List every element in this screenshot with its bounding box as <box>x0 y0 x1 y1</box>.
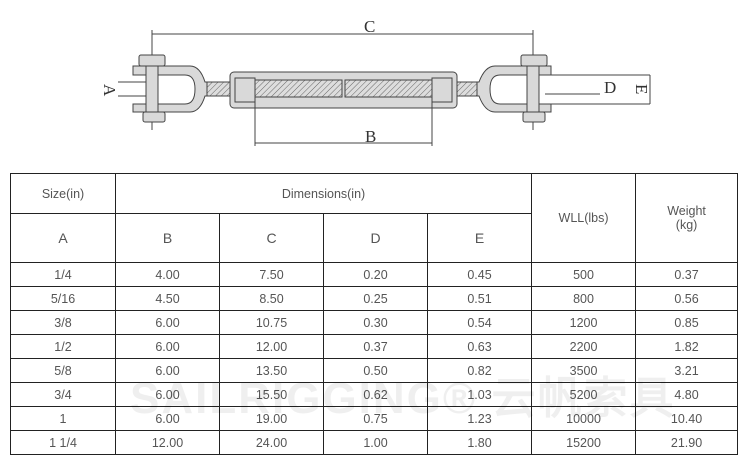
table-cell: 4.00 <box>115 262 220 287</box>
table-cell: 0.45 <box>426 262 533 287</box>
table-cell: 1/2 <box>10 334 116 359</box>
table-cell: 0.85 <box>635 310 739 335</box>
table-cell: 1.23 <box>426 406 533 431</box>
table-cell: 5/16 <box>10 286 116 311</box>
table-cell: 3/4 <box>10 382 116 407</box>
table-cell: 0.20 <box>323 262 428 287</box>
table-cell: 2200 <box>531 334 637 359</box>
header-e: E <box>426 213 533 263</box>
table-cell: 0.37 <box>323 334 428 359</box>
header-weight: Weight (kg) <box>635 173 739 263</box>
table-cell: 3/8 <box>10 310 116 335</box>
label-a: A <box>100 84 119 97</box>
table-cell: 0.82 <box>426 358 533 383</box>
table-cell: 6.00 <box>115 382 220 407</box>
table-cell: 6.00 <box>115 310 220 335</box>
header-wll: WLL(lbs) <box>531 173 637 263</box>
table-cell: 0.51 <box>426 286 533 311</box>
table-cell: 1/4 <box>10 262 116 287</box>
table-cell: 0.25 <box>323 286 428 311</box>
table-cell: 10.40 <box>635 406 739 431</box>
table-cell: 800 <box>531 286 637 311</box>
table-cell: 7.50 <box>219 262 324 287</box>
right-bolt-head <box>520 54 548 67</box>
table-cell: 1.00 <box>323 430 428 455</box>
turnbuckle-diagram: C B D E A <box>100 17 651 146</box>
label-d: D <box>604 78 616 97</box>
header-a: A <box>10 213 116 263</box>
table-cell: 4.80 <box>635 382 739 407</box>
table-cell: 15200 <box>531 430 637 455</box>
specification-table: Size(in) Dimensions(in) WLL(lbs) Weight … <box>10 173 739 455</box>
table-cell: 1200 <box>531 310 637 335</box>
table-cell: 0.37 <box>635 262 739 287</box>
table-cell: 0.50 <box>323 358 428 383</box>
header-size: Size(in) <box>10 173 116 214</box>
table-cell: 3500 <box>531 358 637 383</box>
table-cell: 5/8 <box>10 358 116 383</box>
table-cell: 0.54 <box>426 310 533 335</box>
table-cell: 1 <box>10 406 116 431</box>
table-cell: 500 <box>531 262 637 287</box>
table-cell: 8.50 <box>219 286 324 311</box>
table-cell: 5200 <box>531 382 637 407</box>
right-threaded-rod <box>456 81 478 97</box>
table-cell: 0.62 <box>323 382 428 407</box>
table-cell: 1.82 <box>635 334 739 359</box>
label-e: E <box>632 84 651 94</box>
table-cell: 0.56 <box>635 286 739 311</box>
header-c: C <box>219 213 324 263</box>
table-cell: 0.75 <box>323 406 428 431</box>
table-cell: 19.00 <box>219 406 324 431</box>
table-cell: 6.00 <box>115 358 220 383</box>
table-cell: 24.00 <box>219 430 324 455</box>
table-cell: 10000 <box>531 406 637 431</box>
left-jaw <box>132 65 208 113</box>
label-c: C <box>364 17 375 36</box>
table-cell: 1 1/4 <box>10 430 116 455</box>
table-cell: 13.50 <box>219 358 324 383</box>
table-cell: 10.75 <box>219 310 324 335</box>
table-cell: 12.00 <box>219 334 324 359</box>
table-cell: 6.00 <box>115 406 220 431</box>
table-cell: 15.50 <box>219 382 324 407</box>
header-d: D <box>323 213 428 263</box>
table-cell: 0.30 <box>323 310 428 335</box>
table-cell: 4.50 <box>115 286 220 311</box>
header-b: B <box>115 213 220 263</box>
right-jaw <box>476 65 552 113</box>
label-b: B <box>365 127 376 146</box>
left-threaded-rod <box>206 81 231 97</box>
table-cell: 0.63 <box>426 334 533 359</box>
table-cell: 6.00 <box>115 334 220 359</box>
table-cell: 12.00 <box>115 430 220 455</box>
table-cell: 1.03 <box>426 382 533 407</box>
table-cell: 21.90 <box>635 430 739 455</box>
header-dimensions: Dimensions(in) <box>114 173 533 214</box>
left-bolt-head <box>138 54 166 67</box>
table-cell: 1.80 <box>426 430 533 455</box>
table-cell: 3.21 <box>635 358 739 383</box>
